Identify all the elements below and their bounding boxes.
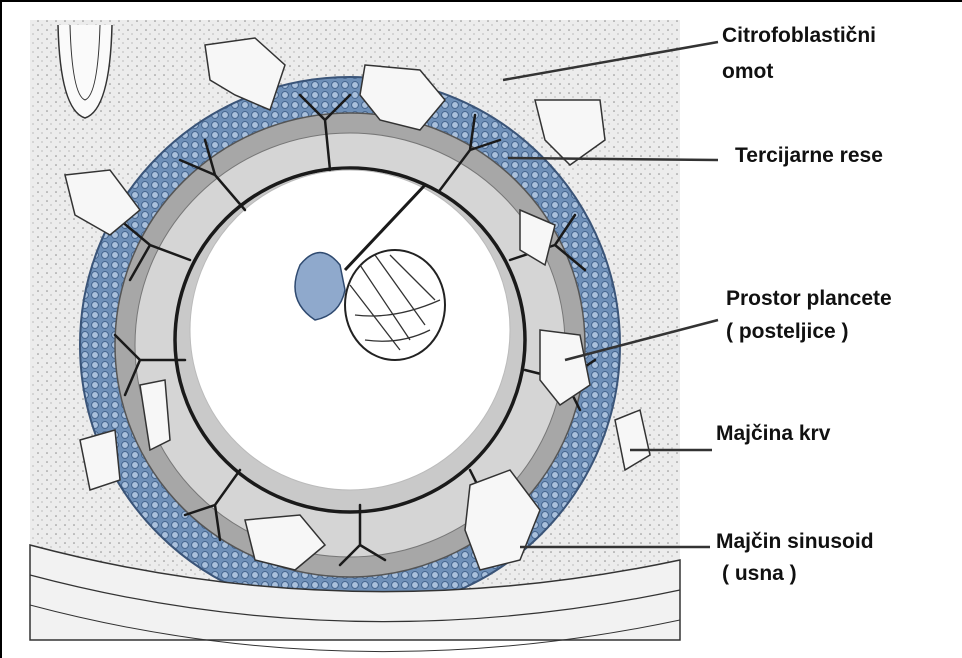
label-cytotrophoblast-line2: omot [722,58,773,86]
label-placental-space-line2: ( posteljice ) [726,318,849,346]
label-maternal-blood: Majčina krv [716,420,830,448]
label-tertiary-villi: Tercijarne rese [735,142,883,170]
label-maternal-sinusoid-line1: Majčin sinusoid [716,528,874,556]
label-cytotrophoblast-line1: Citrofoblastični [722,22,876,50]
label-maternal-sinusoid-line2: ( usna ) [722,560,797,588]
label-placental-space-line1: Prostor plancete [726,285,892,313]
